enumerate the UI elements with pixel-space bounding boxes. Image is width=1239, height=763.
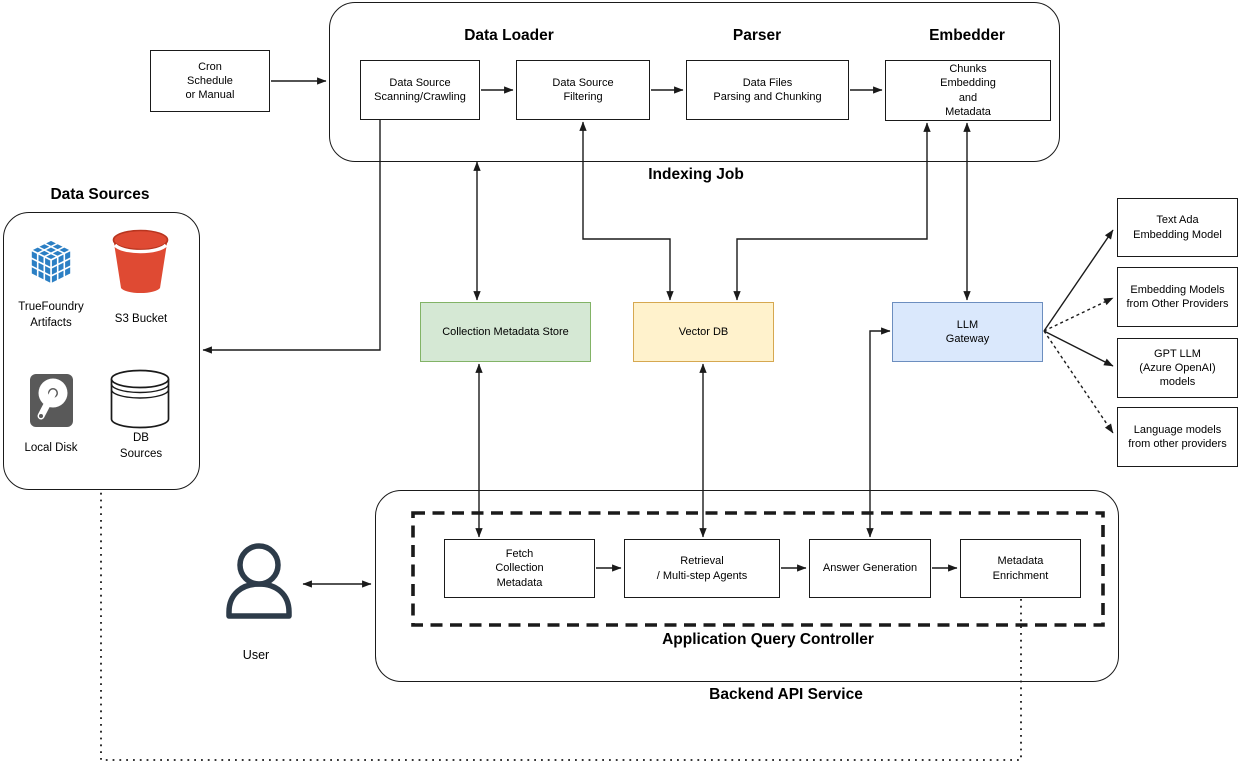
provider-box-language-others: Language models from other providers (1117, 407, 1238, 467)
step-box-chunks-embedding: Chunks Embedding and Metadata (885, 60, 1051, 121)
section-header-parser: Parser (732, 27, 782, 44)
step-box-data-source-scanning: Data Source Scanning/Crawling (360, 60, 480, 120)
section-header-data-loader: Data Loader (464, 27, 554, 44)
truefoundry-cube-icon (25, 236, 77, 293)
vector-db-box: Vector DB (633, 302, 774, 362)
user-icon (219, 540, 299, 629)
step-box-data-source-filtering: Data Source Filtering (516, 60, 650, 120)
step-box-metadata-enrichment: Metadata Enrichment (960, 539, 1081, 598)
user-label: User (242, 648, 270, 662)
cron-schedule-box: Cron Schedule or Manual (150, 50, 270, 112)
label-db-sources: DB Sources (119, 432, 163, 460)
indexing-job-container (329, 2, 1060, 162)
step-box-parsing-chunking: Data Files Parsing and Chunking (686, 60, 849, 120)
step-box-retrieval-agents: Retrieval / Multi-step Agents (624, 539, 780, 598)
section-header-embedder: Embedder (929, 27, 1005, 44)
provider-box-embedding-others: Embedding Models from Other Providers (1117, 267, 1238, 327)
hard-disk-icon (29, 373, 75, 434)
provider-box-text-ada: Text Ada Embedding Model (1117, 198, 1238, 257)
collection-metadata-store-box: Collection Metadata Store (420, 302, 591, 362)
database-cylinder-icon (109, 369, 171, 434)
label-local-disk: Local Disk (24, 442, 78, 454)
label-truefoundry-artifacts: TrueFoundry Artifacts (18, 301, 84, 329)
step-box-answer-generation: Answer Generation (809, 539, 931, 598)
step-box-fetch-collection-metadata: Fetch Collection Metadata (444, 539, 595, 598)
data-sources-title: Data Sources (50, 186, 150, 203)
s3-bucket-icon (110, 227, 171, 303)
label-s3-bucket: S3 Bucket (114, 313, 168, 325)
llm-gateway-box: LLM Gateway (892, 302, 1043, 362)
data-sources-container (3, 212, 200, 490)
provider-box-gpt-azure: GPT LLM (Azure OpenAI) models (1117, 338, 1238, 398)
